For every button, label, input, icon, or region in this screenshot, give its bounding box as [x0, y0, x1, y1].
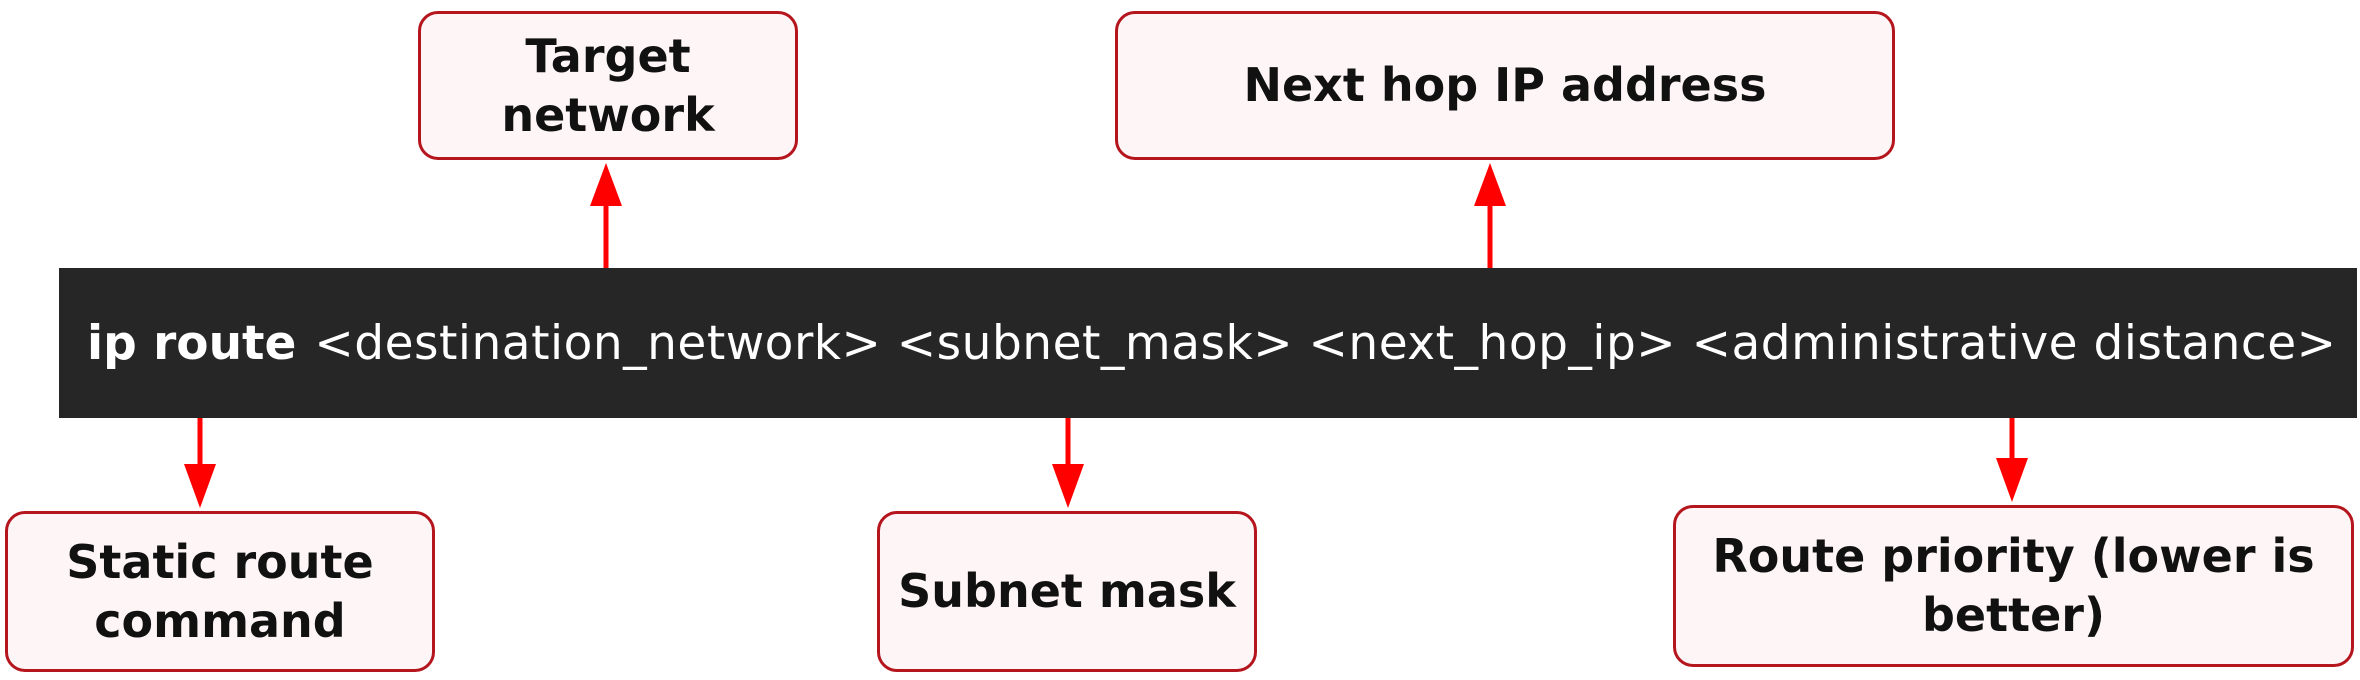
arrow-to-static-route	[184, 418, 216, 508]
command-keyword: ip route	[87, 315, 297, 371]
static-route-label: Static route command	[66, 534, 374, 648]
target-network-box: Target network	[418, 11, 798, 160]
command-bar: ip route <destination_network> <subnet_m…	[59, 268, 2357, 418]
route-priority-label: Route priority (lower is better)	[1712, 529, 2315, 642]
arrow-to-route-priority	[1996, 418, 2028, 502]
route-priority-box: Route priority (lower is better)	[1673, 505, 2354, 667]
subnet-mask-label: Subnet mask	[898, 564, 1236, 619]
arrow-to-subnet-mask	[1052, 418, 1084, 508]
subnet-mask-box: Subnet mask	[877, 511, 1257, 672]
arrow-to-next-hop	[1474, 163, 1506, 268]
arrow-to-target-network	[590, 163, 622, 268]
next-hop-box: Next hop IP address	[1115, 11, 1895, 160]
static-route-box: Static route command	[5, 511, 435, 672]
target-network-label: Target network	[501, 28, 715, 142]
next-hop-label: Next hop IP address	[1243, 58, 1767, 113]
command-arguments: <destination_network> <subnet_mask> <nex…	[314, 315, 2337, 371]
